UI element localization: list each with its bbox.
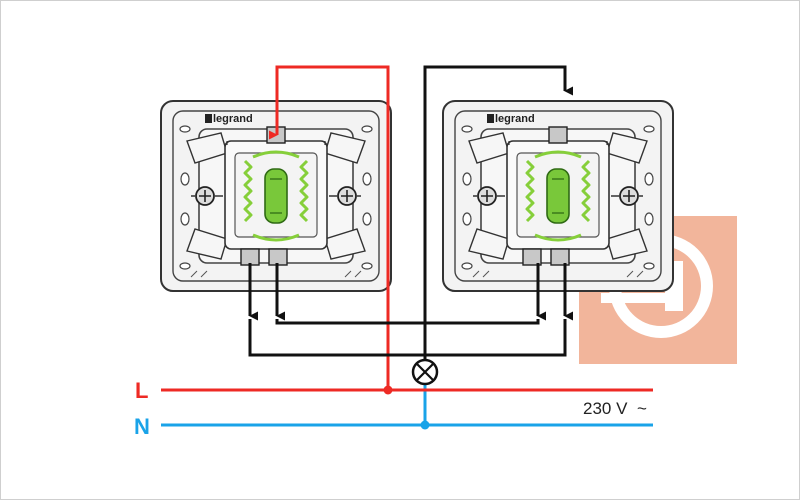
brand-label-left: legrand xyxy=(213,113,253,125)
ac-symbol-icon: ~ xyxy=(637,399,647,418)
neutral-junction xyxy=(420,420,430,430)
phase-junction xyxy=(383,385,393,395)
lamp-feed-wire xyxy=(423,65,574,359)
phase-label: L xyxy=(135,378,148,403)
traveller-wire-1 xyxy=(275,319,540,325)
voltage-label: 230 V xyxy=(583,399,628,418)
phase-feed-wire xyxy=(268,65,390,389)
traveller-wire-2 xyxy=(248,319,567,357)
lamp-icon xyxy=(411,358,439,386)
switch-right xyxy=(441,99,675,293)
neutral-label: N xyxy=(134,414,150,439)
brand-label-right: legrand xyxy=(495,113,535,125)
